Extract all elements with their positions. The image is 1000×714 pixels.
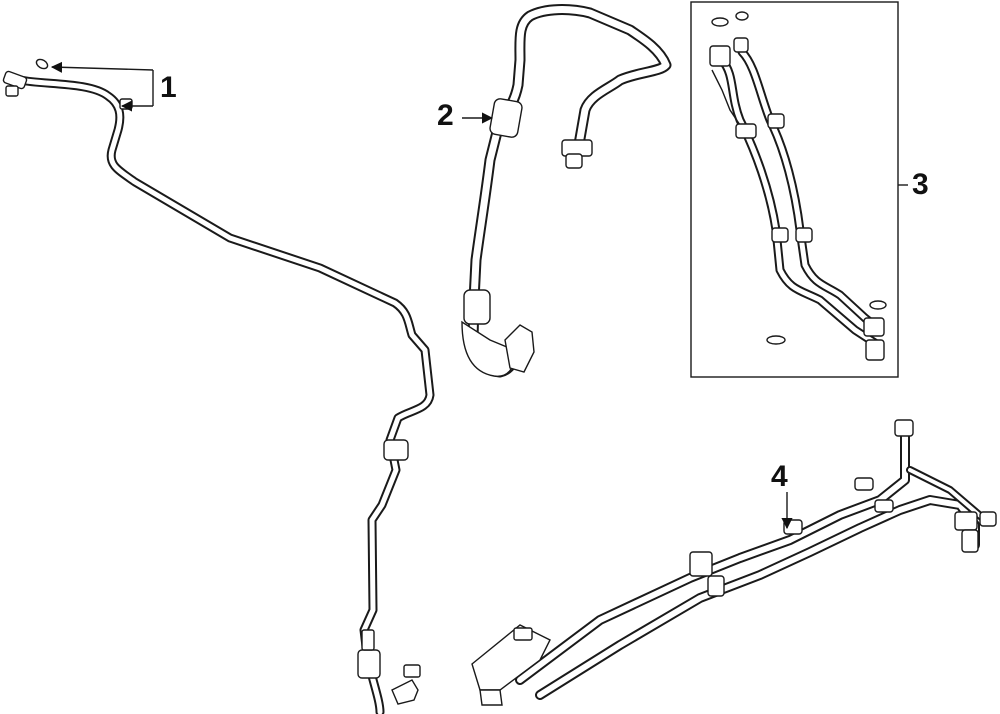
part-3-boxed-assembly (690, 1, 908, 378)
callout-1: 1 (160, 71, 177, 104)
part-1-tube-assembly (2, 58, 435, 714)
part-4-assembly (471, 419, 997, 706)
callout-4: 4 (771, 460, 788, 493)
callout-3: 3 (912, 168, 929, 201)
part-2-hose-assembly (461, 4, 672, 378)
callout-2: 2 (437, 99, 454, 132)
callout-leaders (50, 61, 793, 530)
part-3-frame (690, 1, 899, 378)
